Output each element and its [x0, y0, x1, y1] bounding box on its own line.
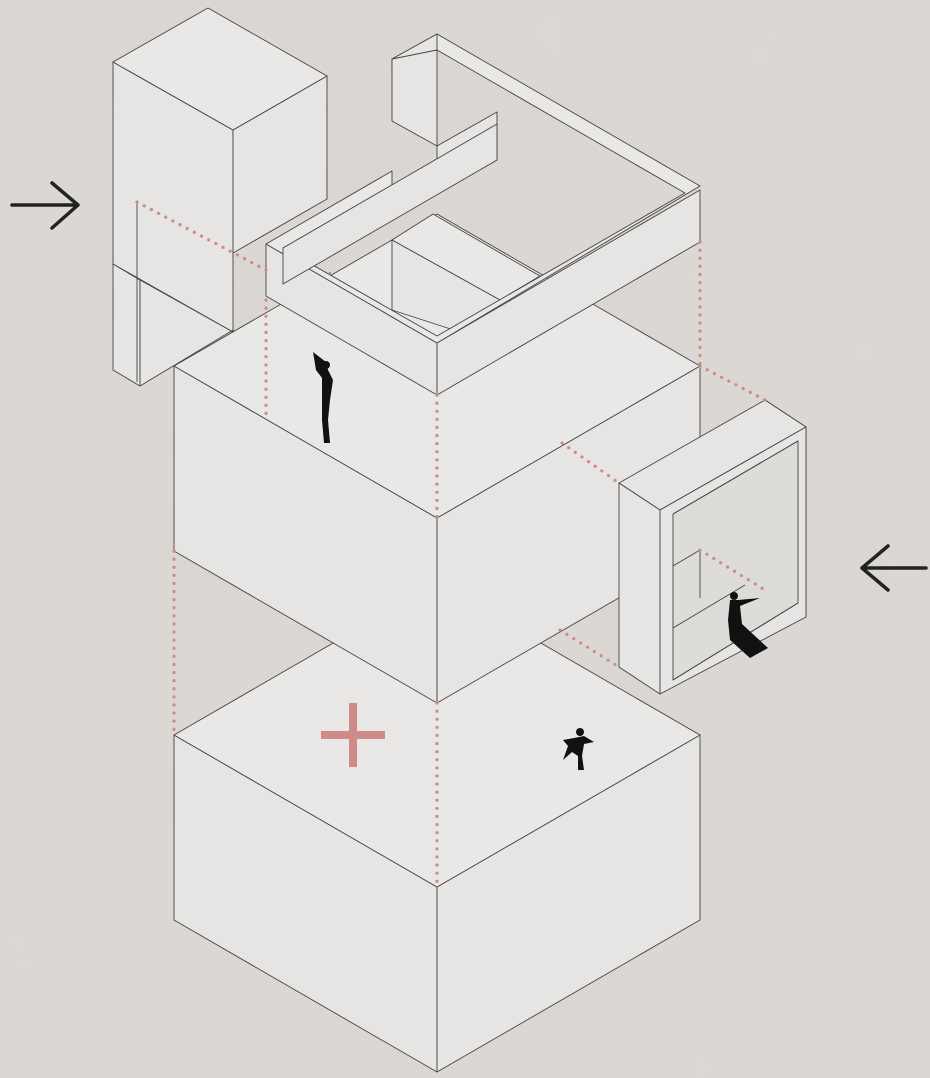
axonometric-diagram [0, 0, 930, 1078]
diagram-canvas [0, 0, 930, 1078]
